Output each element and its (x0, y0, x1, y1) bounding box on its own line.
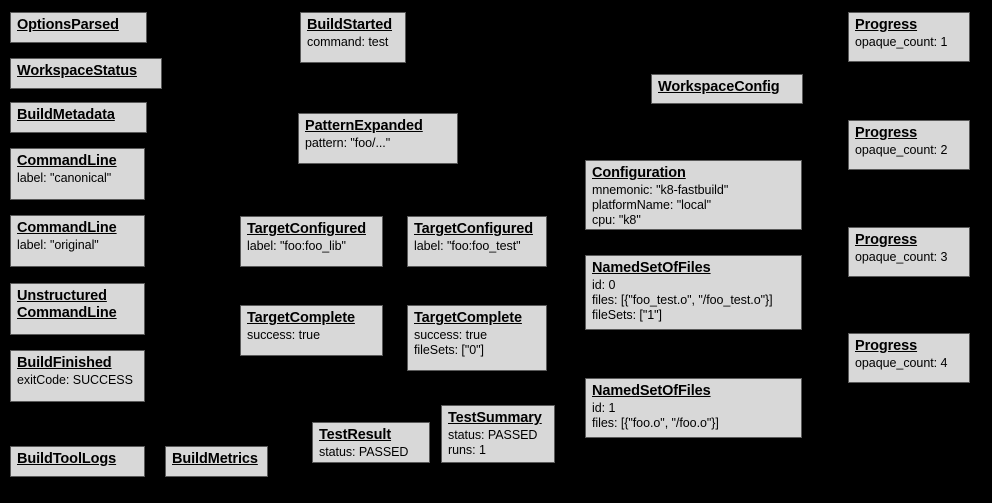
node-attributes: opaque_count: 2 (855, 143, 963, 158)
node-title: NamedSetOfFiles (592, 383, 711, 399)
node-attribute-line: id: 1 (592, 401, 616, 415)
node-attributes: opaque_count: 1 (855, 35, 963, 50)
node-title: Progress (855, 232, 918, 248)
node-attributes: label: "foo:foo_lib" (247, 239, 376, 254)
node-build-tool-logs[interactable]: BuildToolLogs (10, 446, 145, 477)
node-attributes: pattern: "foo/..." (305, 136, 451, 151)
node-title: CommandLine (17, 220, 117, 236)
node-attribute-line: mnemonic: "k8-fastbuild" (592, 183, 729, 197)
node-attribute-line: files: [{"foo_test.o", "/foo_test.o"}] (592, 293, 773, 307)
node-attributes: status: PASSED (319, 445, 423, 460)
node-attribute-line: opaque_count: 3 (855, 250, 948, 264)
node-title: Progress (855, 17, 918, 33)
node-attributes: mnemonic: "k8-fastbuild"platformName: "l… (592, 183, 795, 228)
node-title: TargetConfigured (247, 221, 366, 237)
node-progress-1[interactable]: Progress opaque_count: 1 (848, 12, 970, 62)
node-title: BuildMetrics (172, 451, 258, 467)
node-command-line-original[interactable]: CommandLine label: "original" (10, 215, 145, 267)
node-pattern-expanded[interactable]: PatternExpanded pattern: "foo/..." (298, 113, 458, 164)
node-attributes: label: "original" (17, 238, 138, 253)
node-build-metadata[interactable]: BuildMetadata (10, 102, 147, 133)
node-attribute-line: opaque_count: 1 (855, 35, 948, 49)
node-configuration[interactable]: Configuration mnemonic: "k8-fastbuild"pla… (585, 160, 802, 230)
node-title: TargetComplete (247, 310, 355, 326)
node-build-finished[interactable]: BuildFinished exitCode: SUCCESS (10, 350, 145, 402)
node-attribute-line: opaque_count: 4 (855, 356, 948, 370)
node-attribute-line: status: PASSED (319, 445, 409, 459)
node-attributes: opaque_count: 3 (855, 250, 963, 265)
node-title: WorkspaceStatus (17, 63, 137, 79)
node-progress-3[interactable]: Progress opaque_count: 3 (848, 227, 970, 277)
node-progress-2[interactable]: Progress opaque_count: 2 (848, 120, 970, 170)
node-title: TargetComplete (414, 310, 522, 326)
node-title: Progress (855, 125, 918, 141)
node-title: TargetConfigured (414, 221, 533, 237)
node-attribute-line: pattern: "foo/..." (305, 136, 391, 150)
node-title: TestResult (319, 427, 392, 443)
node-attributes: success: true (247, 328, 376, 343)
node-attribute-line: command: test (307, 35, 389, 49)
node-attribute-line: opaque_count: 2 (855, 143, 948, 157)
node-attributes: label: "canonical" (17, 171, 138, 186)
node-title: NamedSetOfFiles (592, 260, 711, 276)
node-attribute-line: platformName: "local" (592, 198, 711, 212)
node-target-configured-foo-test[interactable]: TargetConfigured label: "foo:foo_test" (407, 216, 547, 267)
node-title: TestSummary (448, 410, 542, 426)
node-workspace-config[interactable]: WorkspaceConfig (651, 74, 803, 104)
node-title: PatternExpanded (305, 118, 423, 134)
node-attribute-line: fileSets: ["1"] (592, 308, 662, 322)
node-attribute-line: label: "foo:foo_lib" (247, 239, 346, 253)
node-command-line-canonical[interactable]: CommandLine label: "canonical" (10, 148, 145, 200)
node-target-configured-foo-lib[interactable]: TargetConfigured label: "foo:foo_lib" (240, 216, 383, 267)
node-attribute-line: status: PASSED (448, 428, 538, 442)
node-title: Configuration (592, 165, 686, 181)
node-attribute-line: label: "original" (17, 238, 99, 252)
node-title: CommandLine (17, 153, 117, 169)
node-progress-4[interactable]: Progress opaque_count: 4 (848, 333, 970, 383)
node-attributes: exitCode: SUCCESS (17, 373, 138, 388)
node-workspace-status[interactable]: WorkspaceStatus (10, 58, 162, 89)
node-target-complete-lib[interactable]: TargetComplete success: true (240, 305, 383, 356)
node-title: WorkspaceConfig (658, 79, 780, 95)
node-title: Progress (855, 338, 918, 354)
node-attribute-line: label: "canonical" (17, 171, 112, 185)
node-title: BuildStarted (307, 17, 393, 33)
node-unstructured-command-line[interactable]: Unstructured CommandLine (10, 283, 145, 335)
node-build-metrics[interactable]: BuildMetrics (165, 446, 268, 477)
node-attribute-line: files: [{"foo.o", "/foo.o"}] (592, 416, 719, 430)
node-attribute-line: label: "foo:foo_test" (414, 239, 521, 253)
node-title: OptionsParsed (17, 17, 119, 33)
node-attribute-line: fileSets: ["0"] (414, 343, 484, 357)
node-title: Unstructured CommandLine (17, 288, 117, 321)
node-attribute-line: exitCode: SUCCESS (17, 373, 133, 387)
node-attributes: label: "foo:foo_test" (414, 239, 540, 254)
node-attribute-line: success: true (414, 328, 487, 342)
node-attributes: opaque_count: 4 (855, 356, 963, 371)
node-attribute-line: cpu: "k8" (592, 213, 641, 227)
node-attribute-line: runs: 1 (448, 443, 486, 457)
node-test-result[interactable]: TestResult status: PASSED (312, 422, 430, 463)
node-attribute-line: success: true (247, 328, 320, 342)
node-title: BuildToolLogs (17, 451, 117, 467)
node-attributes: command: test (307, 35, 399, 50)
node-title: BuildFinished (17, 355, 112, 371)
node-title: BuildMetadata (17, 107, 115, 123)
node-options-parsed[interactable]: OptionsParsed (10, 12, 147, 43)
node-attribute-line: id: 0 (592, 278, 616, 292)
node-build-started[interactable]: BuildStarted command: test (300, 12, 406, 63)
